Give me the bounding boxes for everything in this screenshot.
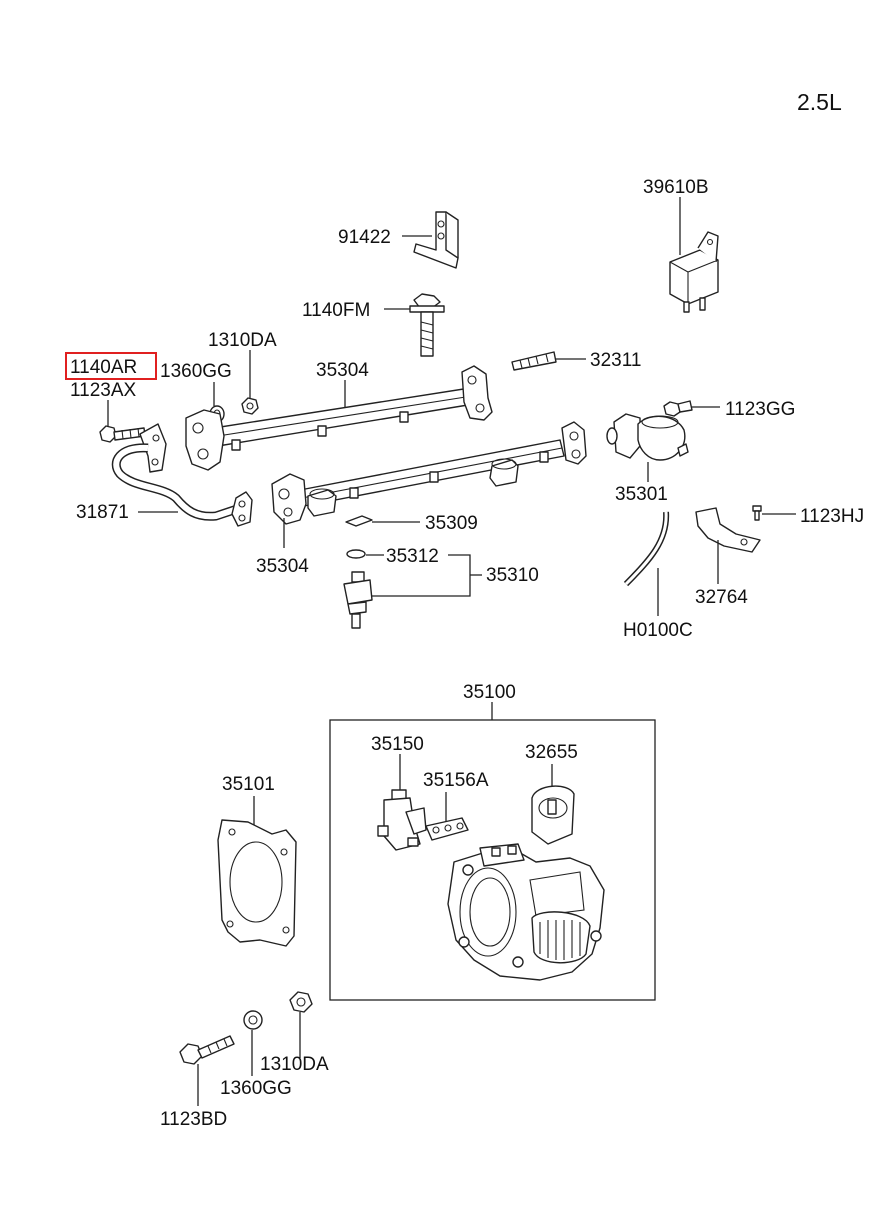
label-1310DA-bottom: 1310DA bbox=[260, 1054, 329, 1075]
label-39610B: 39610B bbox=[643, 177, 709, 198]
label-35304-bottom: 35304 bbox=[256, 556, 309, 577]
pressure-regulator-part-35301[interactable] bbox=[606, 413, 689, 461]
fuel-tube-part-31871[interactable] bbox=[111, 423, 253, 527]
label-35301: 35301 bbox=[615, 484, 668, 505]
nut-part-1310DA-bottom[interactable] bbox=[289, 991, 313, 1013]
washer-part-1360GG-bottom[interactable] bbox=[243, 1010, 263, 1030]
bracket-part-91422[interactable] bbox=[413, 211, 459, 269]
relay-part-39610B[interactable] bbox=[669, 231, 719, 313]
label-31871: 31871 bbox=[76, 502, 129, 523]
label-1123GG: 1123GG bbox=[725, 399, 795, 420]
idle-actuator-part-35150[interactable] bbox=[377, 789, 427, 851]
bolt-part-1123BD[interactable] bbox=[179, 1035, 235, 1065]
label-1123BD: 1123BD bbox=[160, 1109, 227, 1130]
fuel-rail-part-35304-lower[interactable] bbox=[271, 421, 587, 525]
label-1140AR[interactable]: 1140AR bbox=[70, 357, 137, 378]
label-1123AX: 1123AX bbox=[70, 380, 137, 401]
label-H0100C: H0100C bbox=[623, 620, 693, 641]
label-35310: 35310 bbox=[486, 565, 539, 586]
clip-part-35309[interactable] bbox=[345, 515, 373, 527]
screw-part-1123HJ[interactable] bbox=[752, 505, 762, 521]
bolt-part-1123AX[interactable] bbox=[99, 425, 146, 443]
o-ring-part-35312[interactable] bbox=[346, 549, 366, 559]
label-1310DA-top: 1310DA bbox=[208, 330, 277, 351]
label-35100: 35100 bbox=[463, 682, 516, 703]
nut-part-1310DA-top[interactable] bbox=[241, 397, 259, 415]
throttle-body-part[interactable] bbox=[447, 843, 605, 981]
engine-label: 2.5L bbox=[797, 89, 842, 115]
label-35312: 35312 bbox=[386, 546, 439, 567]
assembly-box-35100 bbox=[329, 719, 656, 1001]
label-35304-top: 35304 bbox=[316, 360, 369, 381]
stud-part-32311[interactable] bbox=[511, 351, 557, 371]
label-1123HJ: 1123HJ bbox=[800, 506, 864, 527]
label-35101: 35101 bbox=[222, 774, 275, 795]
vacuum-hose-part-H0100C[interactable] bbox=[623, 511, 670, 587]
throttle-position-sensor-part-32655[interactable] bbox=[531, 785, 575, 845]
bolt-part-1140FM[interactable] bbox=[409, 293, 445, 357]
injector-part-35310[interactable] bbox=[343, 571, 373, 629]
label-35156A: 35156A bbox=[423, 770, 489, 791]
throttle-gasket-part-35101[interactable] bbox=[217, 819, 297, 947]
label-1360GG-top: 1360GG bbox=[160, 361, 232, 382]
label-32764: 32764 bbox=[695, 587, 748, 608]
bolt-part-1123GG[interactable] bbox=[663, 400, 693, 417]
label-1360GG-bottom: 1360GG bbox=[220, 1078, 292, 1099]
label-35309: 35309 bbox=[425, 513, 478, 534]
label-91422: 91422 bbox=[338, 227, 391, 248]
highlight-box-1140AR bbox=[65, 352, 157, 380]
label-35150: 35150 bbox=[371, 734, 424, 755]
label-32655: 32655 bbox=[525, 742, 578, 763]
fuel-rail-part-35304-upper[interactable] bbox=[185, 365, 493, 471]
label-1140FM: 1140FM bbox=[302, 300, 370, 321]
bracket-part-32764[interactable] bbox=[695, 507, 761, 553]
label-32311: 32311 bbox=[590, 350, 641, 371]
gasket-part-35156A[interactable] bbox=[425, 817, 469, 841]
